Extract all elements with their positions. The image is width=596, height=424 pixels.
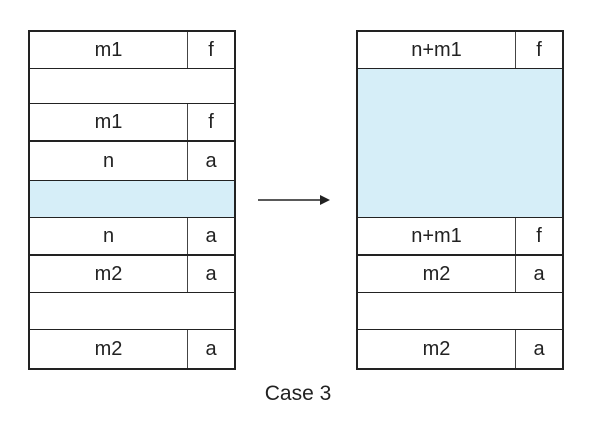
left-n-footer-tag: a	[187, 218, 234, 254]
left-m1-header-tag: f	[187, 32, 234, 68]
right-m2-footer: m2 a	[358, 330, 562, 368]
right-m2-footer-size: m2	[422, 337, 451, 360]
right-m2-footer-tag: a	[515, 330, 562, 368]
left-m2-footer-tag: a	[187, 330, 234, 368]
right-m2-payload	[358, 293, 562, 329]
right-m2-header-tag: a	[515, 256, 562, 292]
left-m1-header-size: m1	[94, 38, 123, 61]
left-n-footer: n a	[30, 218, 234, 254]
right-nm1-header-tag: f	[515, 32, 562, 68]
left-heap-layout: m1 f m1 f n a n a m2 a m2	[28, 30, 236, 370]
left-m2-footer: m2 a	[30, 330, 234, 368]
left-m2-header-tag: a	[187, 256, 234, 292]
right-nm1-header: n+m1 f	[358, 32, 562, 68]
left-m2-footer-size: m2	[94, 337, 123, 360]
right-m2-header: m2 a	[358, 256, 562, 292]
left-m1-footer-tag: f	[187, 104, 234, 140]
right-nm1-footer: n+m1 f	[358, 218, 562, 254]
right-coalesced-free-payload	[358, 69, 562, 217]
left-n-header-tag: a	[187, 142, 234, 180]
left-m1-header: m1 f	[30, 32, 234, 68]
right-nm1-footer-size: n+m1	[411, 224, 462, 247]
arrow-right-icon	[258, 195, 330, 205]
left-n-header-size: n	[102, 149, 115, 172]
left-m2-payload	[30, 293, 234, 329]
left-m1-footer: m1 f	[30, 104, 234, 140]
caption-text: Case 3	[264, 382, 332, 405]
left-n-payload-freed	[30, 181, 234, 217]
left-m2-header-size: m2	[94, 262, 123, 285]
left-m1-payload	[30, 69, 234, 103]
right-nm1-header-size: n+m1	[411, 38, 462, 61]
right-heap-layout: n+m1 f n+m1 f m2 a m2 a	[356, 30, 564, 370]
left-m2-header: m2 a	[30, 256, 234, 292]
left-m1-footer-size: m1	[94, 110, 123, 133]
diagram-caption: Case 3	[0, 382, 596, 406]
left-n-footer-size: n	[102, 224, 115, 247]
left-n-header: n a	[30, 142, 234, 180]
right-m2-header-size: m2	[422, 262, 451, 285]
right-nm1-footer-tag: f	[515, 218, 562, 254]
